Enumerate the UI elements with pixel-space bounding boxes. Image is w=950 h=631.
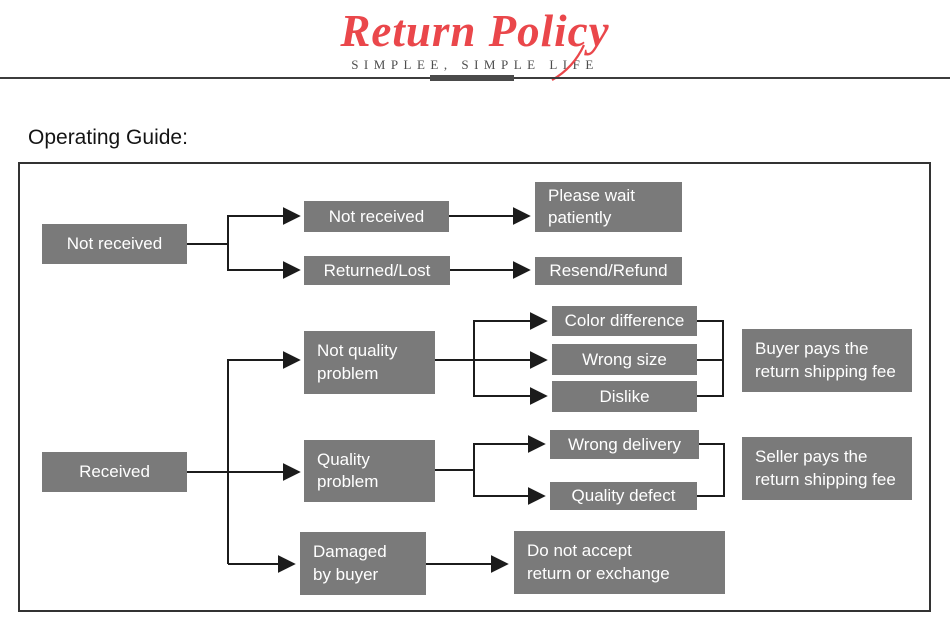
node-quality-problem: Quality problem (304, 440, 435, 502)
node-do-not-accept: Do not accept return or exchange (514, 531, 725, 594)
node-not-received-root: Not received (42, 224, 187, 264)
node-wrong-size: Wrong size (552, 344, 697, 375)
node-received: Received (42, 452, 187, 492)
page-title: Return Policy (340, 6, 610, 56)
flowchart-connectors (187, 207, 725, 573)
node-wrong-delivery: Wrong delivery (550, 430, 699, 459)
node-dislike: Dislike (552, 381, 697, 412)
node-color-difference: Color difference (552, 306, 697, 336)
node-not-received: Not received (304, 201, 449, 232)
node-please-wait-patiently: Please wait patiently (535, 182, 682, 232)
connector-lines (187, 207, 725, 573)
node-resend-refund: Resend/Refund (535, 257, 682, 285)
node-seller-pays-fee: Seller pays the return shipping fee (742, 437, 912, 500)
section-title: Operating Guide: (28, 126, 188, 149)
node-not-quality-problem: Not quality problem (304, 331, 435, 394)
node-damaged-by-buyer: Damaged by buyer (300, 532, 426, 595)
node-returned-lost: Returned/Lost (304, 256, 450, 285)
node-buyer-pays-fee: Buyer pays the return shipping fee (742, 329, 912, 392)
header: Return Policy SIMPLEE, SIMPLE LIFE (0, 0, 950, 84)
node-quality-defect: Quality defect (550, 482, 697, 510)
header-divider-accent (430, 75, 514, 81)
flowchart-frame: Not received Not received Returned/Lost … (18, 162, 931, 612)
header-subtitle: SIMPLEE, SIMPLE LIFE (351, 57, 599, 72)
